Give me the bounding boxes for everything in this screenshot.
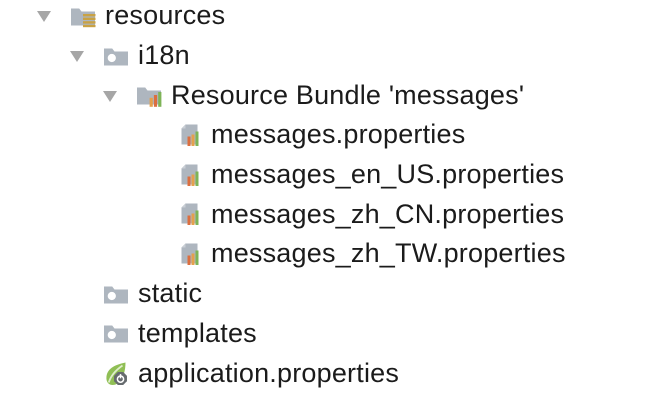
chevron-expanded-icon [37, 11, 51, 23]
tree-item-label: static [138, 278, 203, 309]
folder-icon [104, 325, 128, 343]
resource-bundle-folder-icon [137, 87, 162, 108]
chevron-expanded-icon [103, 90, 117, 102]
folder-icon [104, 48, 128, 66]
tree-row-i18n[interactable]: i18n [0, 37, 656, 77]
properties-file-icon [181, 164, 199, 186]
tree-row-messages-zh-tw-properties[interactable]: messages_zh_TW.properties [0, 235, 656, 275]
tree-item-label: application.properties [138, 357, 400, 388]
tree-item-label: i18n [138, 40, 190, 71]
tree-item-label: messages_en_US.properties [211, 159, 565, 190]
chevron-expanded-icon [70, 51, 84, 63]
tree-item-label: templates [138, 317, 257, 348]
properties-file-icon [181, 124, 199, 146]
tree-row-templates[interactable]: templates [0, 315, 656, 355]
tree-row-messages-properties[interactable]: messages.properties [0, 116, 656, 156]
properties-file-icon [181, 203, 199, 226]
tree-item-label: Resource Bundle 'messages' [171, 79, 525, 110]
expand-toggle[interactable] [70, 51, 103, 63]
tree-row-resources[interactable]: resources [0, 0, 656, 37]
spring-boot-icon [106, 362, 127, 386]
resources-folder-icon [71, 8, 96, 28]
tree-row-messages-zh-cn-properties[interactable]: messages_zh_CN.properties [0, 195, 656, 235]
expand-toggle[interactable] [103, 90, 136, 102]
properties-file-icon [181, 243, 199, 265]
tree-item-label: resources [105, 0, 226, 31]
tree-item-label: messages_zh_CN.properties [211, 198, 565, 229]
folder-icon [104, 286, 128, 304]
tree-row-application-properties[interactable]: application.properties [0, 354, 656, 394]
tree-row-messages-en-us-properties[interactable]: messages_en_US.properties [0, 156, 656, 196]
tree-item-label: messages.properties [211, 119, 466, 150]
tree-item-label: messages_zh_TW.properties [211, 238, 566, 269]
tree-row-static[interactable]: static [0, 275, 656, 315]
tree-row-resource-bundle[interactable]: Resource Bundle 'messages' [0, 76, 656, 116]
expand-toggle[interactable] [37, 11, 70, 23]
